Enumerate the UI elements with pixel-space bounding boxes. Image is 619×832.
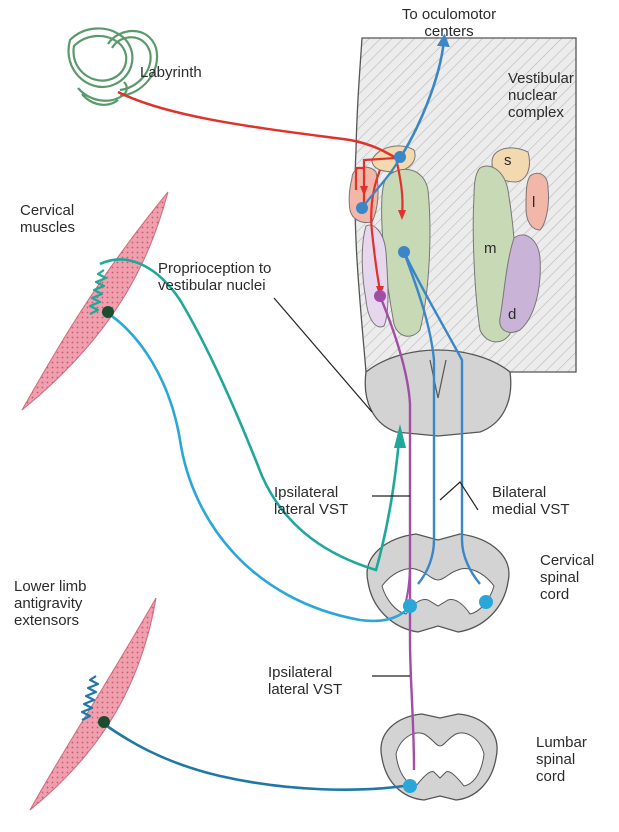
medulla-cross-section (365, 350, 511, 436)
label-nucleus-l: l (532, 194, 535, 211)
label-vestibular-nuclear-complex: Vestibular nuclear complex (508, 70, 574, 121)
cervical-proprioception-fiber (100, 259, 400, 570)
lumbar-motor-axon (104, 724, 404, 790)
label-nucleus-m: m (484, 240, 497, 257)
label-bilateral-medial-vst: Bilateral medial VST (492, 484, 570, 518)
lower-limb-muscle (30, 598, 156, 810)
label-nucleus-s: s (504, 152, 512, 169)
label-labyrinth: Labyrinth (140, 64, 202, 81)
label-nucleus-d: d (508, 306, 516, 323)
label-proprioception: Proprioception to vestibular nuclei (158, 260, 271, 294)
label-lumbar-spinal-cord: Lumbar spinal cord (536, 734, 587, 785)
label-lower-limb: Lower limb antigravity extensors (14, 578, 87, 629)
label-cervical-spinal-cord: Cervical spinal cord (540, 552, 594, 603)
label-cervical-muscles: Cervical muscles (20, 202, 75, 236)
nucleus-l-right (526, 173, 549, 230)
labyrinth-afferent (118, 92, 396, 158)
label-ipsilateral-lateral-vst-lower: Ipsilateral lateral VST (268, 664, 342, 698)
label-ipsilateral-lateral-vst-upper: Ipsilateral lateral VST (274, 484, 348, 518)
label-to-oculomotor: To oculomotor centers (376, 6, 522, 40)
